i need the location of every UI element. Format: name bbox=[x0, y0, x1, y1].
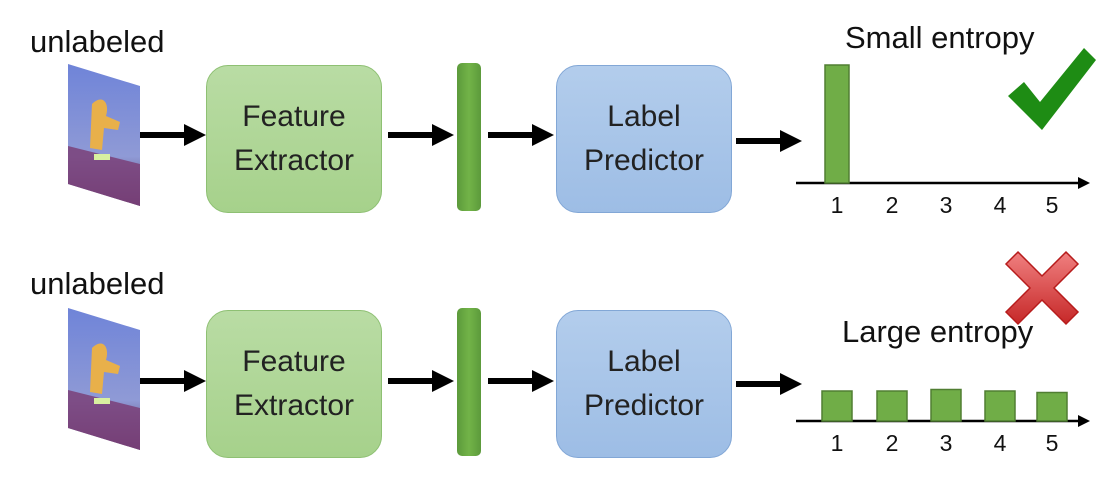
large-entropy-chart: 1 2 3 4 5 bbox=[796, 388, 1090, 456]
tick-label-1: 1 bbox=[831, 430, 844, 456]
tick-label-3: 3 bbox=[940, 430, 953, 456]
arrow-predictor-to-distribution bbox=[736, 130, 802, 152]
tick-label-4: 4 bbox=[994, 192, 1007, 218]
label-predictor-line1: Label bbox=[607, 345, 681, 378]
feature-extractor-line1: Feature bbox=[242, 100, 346, 133]
unlabeled-label: unlabeled bbox=[30, 24, 165, 59]
unlabeled-label: unlabeled bbox=[30, 266, 165, 301]
small-entropy-title: Small entropy bbox=[845, 20, 1035, 55]
label-predictor-line1: Label bbox=[607, 100, 681, 133]
bar-4 bbox=[984, 390, 1016, 422]
unlabeled-image bbox=[68, 308, 140, 450]
bar-2 bbox=[876, 390, 908, 422]
feature-extractor-line1: Feature bbox=[242, 345, 346, 378]
arrow-image-to-extractor bbox=[140, 124, 206, 146]
tick-label-5: 5 bbox=[1046, 192, 1059, 218]
bar-3 bbox=[930, 388, 962, 422]
label-predictor-box: Label Predictor bbox=[556, 65, 732, 213]
large-entropy-title: Large entropy bbox=[842, 314, 1034, 349]
unlabeled-image bbox=[68, 64, 140, 206]
label-predictor-box: Label Predictor bbox=[556, 310, 732, 458]
tick-label-2: 2 bbox=[886, 430, 899, 456]
checkmark-icon bbox=[1008, 48, 1096, 130]
tick-label-4: 4 bbox=[994, 430, 1007, 456]
x-axis-arrowhead bbox=[1078, 415, 1090, 427]
arrow-extractor-to-feature bbox=[388, 124, 454, 146]
feature-extractor-line2: Extractor bbox=[233, 389, 355, 422]
arrow-predictor-to-distribution bbox=[736, 373, 802, 395]
bar-1 bbox=[824, 64, 850, 184]
small-entropy-chart: 1 2 3 4 5 bbox=[796, 64, 1090, 218]
arrow-extractor-to-feature bbox=[388, 370, 454, 392]
feature-extractor-box: Feature Extractor bbox=[206, 310, 382, 458]
feature-vector-bar bbox=[457, 308, 481, 456]
arrow-feature-to-predictor bbox=[488, 370, 554, 392]
bar-5 bbox=[1036, 391, 1068, 422]
arrow-image-to-extractor bbox=[140, 370, 206, 392]
label-predictor-line2: Predictor bbox=[583, 389, 705, 422]
label-predictor-line2: Predictor bbox=[583, 144, 705, 177]
x-axis-arrowhead bbox=[1078, 177, 1090, 189]
feature-extractor-line2: Extractor bbox=[233, 144, 355, 177]
feature-extractor-box: Feature Extractor bbox=[206, 65, 382, 213]
feature-vector-bar bbox=[457, 63, 481, 211]
cross-icon bbox=[1004, 250, 1080, 326]
bar-1 bbox=[821, 390, 853, 422]
tick-label-2: 2 bbox=[886, 192, 899, 218]
pipeline-row-small-entropy: unlabeled Feature Extractor Label Predic bbox=[0, 0, 1108, 238]
pipeline-row-large-entropy: unlabeled Feature Extractor Label Predic bbox=[0, 238, 1108, 476]
tick-label-5: 5 bbox=[1046, 430, 1059, 456]
tick-label-3: 3 bbox=[940, 192, 953, 218]
arrow-feature-to-predictor bbox=[488, 124, 554, 146]
tick-label-1: 1 bbox=[831, 192, 844, 218]
